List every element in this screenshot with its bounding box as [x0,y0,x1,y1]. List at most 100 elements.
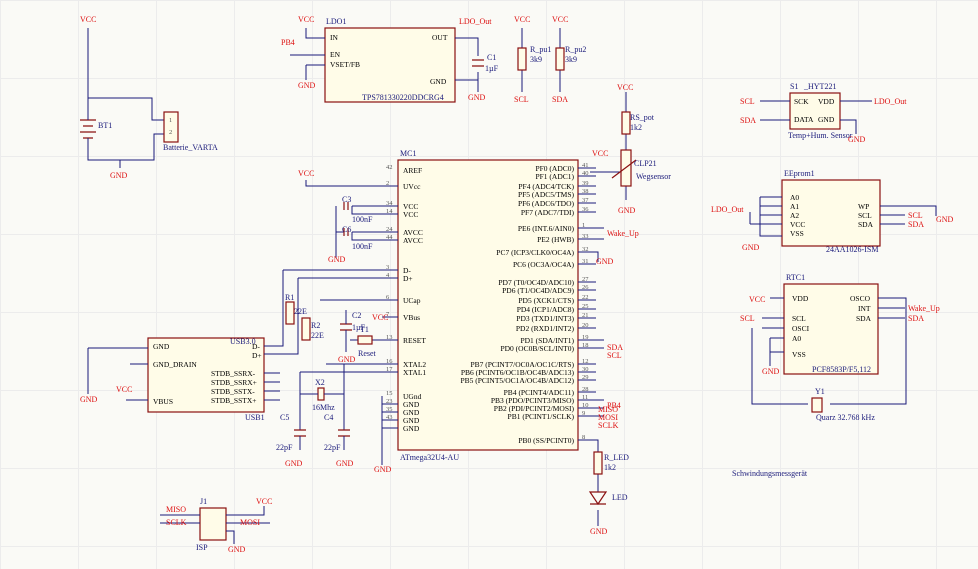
svg-text:2: 2 [169,129,172,136]
mcu-cap-gnd: GND [328,255,346,264]
mcu-left-pin: XTAL1 [403,368,426,377]
mcu-left-pin-num: 34 [386,200,393,207]
mcu-right-pin: PF5 (ADC5/TMS) [518,190,575,199]
rspot-value: 1k2 [630,123,642,132]
c6-ref: C6 [342,225,351,234]
hyt221-section: S1 _HYT221 SCK VDD DATA GND Temp+Hum. Se… [740,82,907,144]
mcu-right-pin-num: 18 [582,342,589,349]
svg-text:1: 1 [169,117,172,124]
mcu-right-pin-num: 39 [582,180,589,187]
r2-ref: R2 [311,321,320,330]
mcu-left-pin-num: 35 [386,406,393,413]
mcu-right-pin-num: 12 [582,358,589,365]
usb-dm: D- [252,342,260,351]
crystal-section: X2 16Mhz C5 22pF C4 22pF GND GND [276,364,354,468]
mcu-right-pin-num: 41 [582,162,589,169]
mcu-left-pin-num: 4 [386,272,390,279]
mcu-right-pin: PD3 (TXD1/INT3) [516,314,574,323]
mcu-right-pin: PD1 (SDA/INT1) [520,336,574,345]
rled-ref: R_LED [604,453,629,462]
mcu-sclk: SCLK [598,421,619,430]
mcu-right-pin-num: 38 [582,188,589,195]
mcu-part: ATmega32U4-AU [400,453,459,462]
ldo-gnd2: GND [468,93,486,102]
mcu-right-pin: PF1 (ADC1) [535,172,574,181]
reset-vcc: VCC [372,313,388,322]
mcu-right-pin-num: 1 [582,222,585,229]
mcu-right-pin: PD2 (RXD1/INT2) [516,324,575,333]
bt1-ref: BT1 [98,121,112,130]
isp-mosi: MOSI [240,518,260,527]
c4-value: 22pF [324,443,341,452]
rtc-scl: SCL [792,314,806,323]
mcu-right-pin-num: 40 [582,170,589,177]
mcu-scl: SCL [607,351,622,360]
mcu-right-pin-num: 26 [582,284,589,291]
mcu-right-pin: PD0 (OC0B/SCL/INT0) [500,344,574,353]
c4-ref: C4 [324,413,333,422]
led-ref: LED [612,493,628,502]
mcu-right-pin: PB4 (PCINT4/ADC11) [504,388,575,397]
mcu-right-pin-num: 9 [582,410,585,417]
usb-sstx-p: STDB_SSTX+ [211,396,257,405]
mcu-left-pin: VBus [403,313,420,322]
mcu-left-pin-num: 3 [386,264,389,271]
mcu-mosi: MOSI [598,413,618,422]
mcu-right-pin-num: 37 [582,197,589,204]
mcu-right-pin: PF7 (ADC7/TDI) [521,208,575,217]
t1-name: Reset [358,349,377,358]
hyt-part: _HYT221 [803,82,836,91]
ldo-pin-in: IN [330,33,338,42]
mcu-left-pin: AVCC [403,236,423,245]
clp-ref: CLP21 [634,159,657,168]
ldo-pb4: PB4 [281,38,295,47]
t1-ref: T1 [360,325,369,334]
ee-a0: A0 [790,193,799,202]
gnd-label: GND [110,171,128,180]
rtc-vdd: VDD [792,294,809,303]
isp-section: J1 ISP MISO SCLK MOSI VCC GND [160,497,272,554]
mcu-right-pin: PF4 (ADC4/TCK) [518,182,574,191]
hyt-pin-data: DATA [794,115,814,124]
eeprom-part: 24AA1026-ISM [826,245,878,254]
hyt-pin-sck: SCK [794,97,809,106]
pu1-vcc: VCC [514,15,530,24]
rspot-ref: RS_pot [630,113,655,122]
pot-vcc: VCC [617,83,633,92]
usb-vbus: VBUS [153,397,173,406]
usb-ref2: USB1 [245,413,265,422]
mcu-right-pin-num: 36 [582,206,589,213]
project-title: Schwindungsmessgerät [732,469,808,478]
y1-value: Quarz 32.768 kHz [816,413,875,422]
mcu-left-pin-num: 16 [386,358,393,365]
mcu-right-pin-num: 30 [582,366,589,373]
mcu-vcc: VCC [298,169,314,178]
mcu-left-pin-num: 42 [386,164,393,171]
led-gnd: GND [590,527,608,536]
mcu-pf-vcc: VCC [592,149,608,158]
mcu-pe2-gnd: GND [596,257,614,266]
mcu-right-pin-num: 21 [582,312,589,319]
c4-gnd: GND [336,459,354,468]
rtc-part: PCF8583P/F5,112 [812,365,871,374]
mcu-right-pin: PE2 (HWB) [537,235,574,244]
mcu-left-pin-num: 23 [386,398,393,405]
rtc-vss: VSS [792,350,806,359]
mcu-right-pin: PB7 (PCINT7/OC0A/OC1C/RTS) [470,360,574,369]
c5-ref: C5 [280,413,289,422]
mcu-right-pin-num: 10 [582,402,589,409]
mcu-right-pin: PB0 (SS/PCINT0) [518,436,574,445]
mcu-section: MC1 ATmega32U4-AU AREF42UVcc2VCC34VCC14A… [283,149,596,474]
rtc-osco: OSCO [850,294,871,303]
mcu-left-pin: RESET [403,336,426,345]
mcu-right-pin-num: 33 [582,233,589,240]
ee-a2: A2 [790,211,799,220]
r1-value: 22E [294,307,307,316]
isp-name: ISP [196,543,208,552]
hyt-sda: SDA [740,116,756,125]
c2-value: 1µF [352,323,366,332]
mcu-left-pin: UGnd [403,392,422,401]
c6-value: 100nF [352,242,373,251]
usb-ssrx-p: STDB_SSRX+ [211,378,257,387]
